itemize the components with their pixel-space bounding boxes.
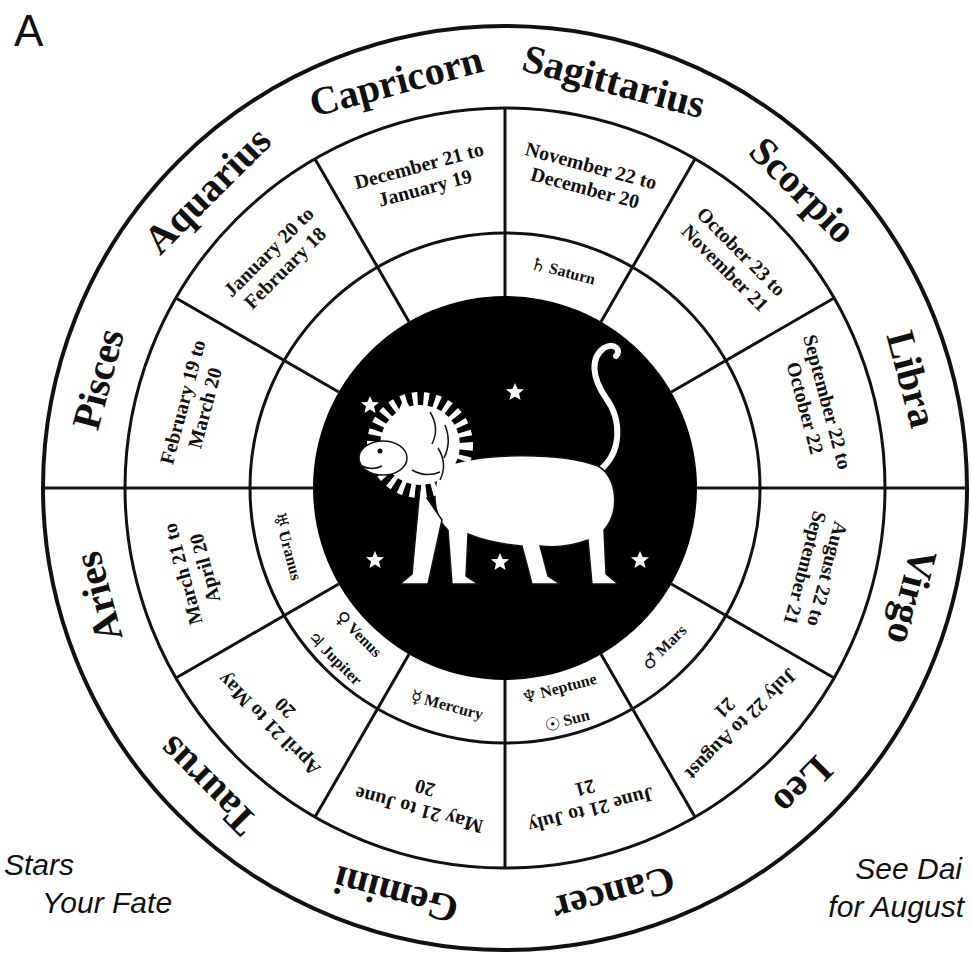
planet-symbol: ♄ xyxy=(528,252,549,276)
lion-illustration xyxy=(359,346,618,584)
lion-face xyxy=(359,441,407,475)
lion-eye xyxy=(378,449,383,454)
lion-body xyxy=(435,456,618,584)
star xyxy=(366,551,384,568)
lion-mane-detail xyxy=(412,412,448,480)
sector-line xyxy=(504,680,507,868)
corner-letter: A xyxy=(14,6,43,56)
lion-mouth xyxy=(362,466,382,469)
outer-ring xyxy=(43,26,967,950)
footer-text: for August xyxy=(828,890,964,924)
lion-tail xyxy=(594,346,618,470)
planet-symbol: ♅ xyxy=(268,510,292,531)
sector-line xyxy=(504,108,507,296)
star xyxy=(361,396,379,413)
stars xyxy=(361,383,649,570)
sector-line xyxy=(43,487,313,490)
footer-text: Your Fate xyxy=(42,886,172,920)
footer-text: Stars xyxy=(4,848,74,882)
lion-ear xyxy=(398,398,412,412)
sector-lines xyxy=(43,108,967,868)
date-ring xyxy=(250,233,760,743)
lion-leg xyxy=(400,488,442,584)
star xyxy=(491,553,509,570)
star xyxy=(506,383,524,400)
footer-text: See Dai xyxy=(855,852,962,886)
star xyxy=(631,551,649,568)
center-disk xyxy=(313,296,697,680)
sector-line xyxy=(697,487,967,490)
